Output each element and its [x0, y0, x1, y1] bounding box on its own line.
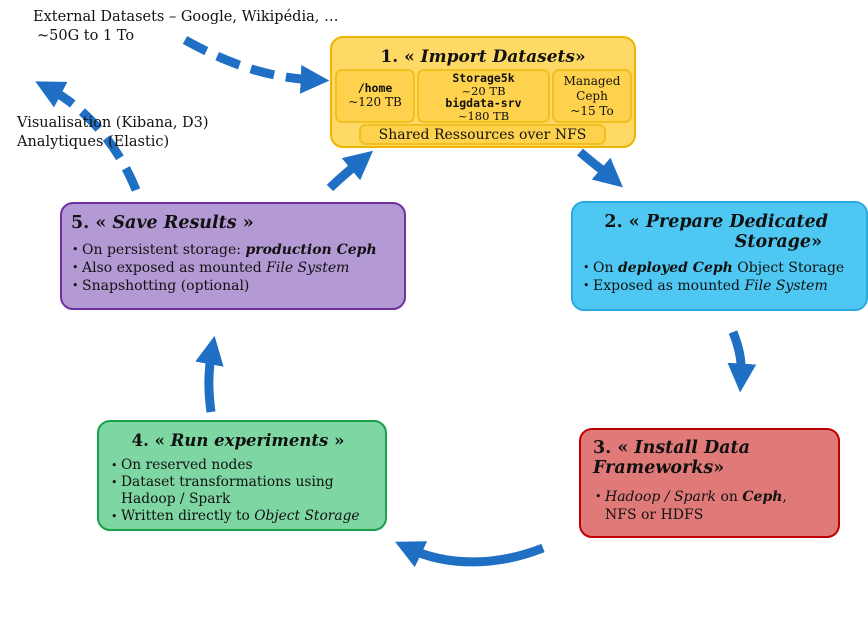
step2-close: » — [811, 232, 822, 252]
shared-nfs-label: Shared Ressources over NFS — [378, 127, 587, 143]
step3-title: 3. « Install Data Frameworks» — [593, 438, 838, 478]
step2-number: 2. « — [604, 212, 640, 232]
bigdata-srv-size: ~180 TB — [457, 108, 510, 123]
step4-title-text: Run experiments — [170, 431, 329, 450]
step2-bullets: On deployed Ceph Object Storage Exposed … — [581, 259, 866, 295]
step4-bullets: On reserved nodes Dataset transformation… — [109, 457, 385, 525]
step2-title: 2. « Prepare Dedicated Storage» — [573, 212, 866, 252]
step1-title-text: Import Datasets — [420, 47, 575, 67]
step5-bullet-2: Also exposed as mounted File System — [70, 259, 404, 277]
visualisation-line1: Visualisation (Kibana, D3) — [17, 115, 209, 131]
step2-bullet-2: Exposed as mounted File System — [581, 277, 866, 295]
step3-install-frameworks-box: 3. « Install Data Frameworks» Hadoop / S… — [579, 428, 840, 538]
step4-bullet-1: On reserved nodes — [109, 457, 385, 474]
step4-close: » — [334, 431, 345, 450]
step3-title-text: Install Data — [634, 438, 750, 458]
step4-run-experiments-box: 4. « Run experiments » On reserved nodes… — [97, 420, 387, 531]
step3-bullets: Hadoop / Spark on Ceph,NFS or HDFS — [593, 488, 838, 524]
step3-number: 3. « — [593, 438, 629, 458]
step4-number: 4. « — [131, 431, 165, 450]
home-size: ~120 TB — [348, 95, 402, 109]
external-datasets-line1: External Datasets – Google, Wikipédia, … — [33, 9, 339, 25]
arrow-save-to-visualisation — [35, 81, 141, 192]
arrow-prepare-to-install — [727, 330, 757, 393]
storage5k-name: Storage5k — [452, 71, 515, 85]
arrow-import-to-prepare — [577, 148, 623, 188]
step3-bullet-1: Hadoop / Spark on Ceph,NFS or HDFS — [593, 488, 838, 524]
shared-nfs-box: Shared Ressources over NFS — [359, 124, 606, 145]
step2-bullet-1: On deployed Ceph Object Storage — [581, 259, 866, 277]
step1-close: » — [574, 47, 586, 67]
step5-close: » — [242, 213, 254, 233]
home-storage-box: /home ~120 TB — [335, 69, 415, 123]
step4-title: 4. « Run experiments » — [99, 431, 385, 451]
external-datasets-line2: ~50G to 1 To — [37, 28, 135, 44]
arrow-run-to-save — [195, 335, 224, 413]
step1-title: 1. « Import Datasets» — [332, 47, 634, 67]
step2-title-text: Prepare Dedicated — [645, 212, 828, 232]
step5-save-results-box: 5. « Save Results » On persistent storag… — [60, 202, 406, 310]
arrow-install-to-run — [394, 541, 545, 568]
arrow-save-to-import — [326, 150, 374, 192]
bigdata-srv-name: bigdata-srv — [445, 96, 522, 110]
step3-title-text2: Frameworks — [593, 458, 714, 478]
managed-ceph-box: Managed Ceph ~15 To — [552, 69, 632, 123]
step3-close: » — [713, 458, 725, 478]
step5-number: 5. « — [71, 213, 107, 233]
step5-bullet-1: On persistent storage: production Ceph — [70, 241, 404, 259]
step2-prepare-storage-box: 2. « Prepare Dedicated Storage» On deplo… — [571, 201, 868, 311]
visualisation-note: Visualisation (Kibana, D3) Analytiques (… — [17, 114, 209, 152]
managed-ceph-size: ~15 To — [570, 104, 614, 118]
step5-title: 5. « Save Results » — [71, 213, 404, 233]
managed-ceph-line1: Managed — [563, 74, 621, 88]
step5-bullets: On persistent storage: production Ceph A… — [70, 241, 404, 295]
arrow-external-to-import — [182, 36, 330, 94]
storage5k-bigdata-box: Storage5k ~20 TB bigdata-srv ~180 TB — [417, 69, 550, 123]
storage5k-size: ~20 TB — [461, 83, 506, 98]
managed-ceph-line2: Ceph — [576, 89, 608, 103]
home-name: /home — [357, 81, 393, 95]
step1-number: 1. « — [380, 47, 415, 67]
step5-title-text: Save Results — [112, 213, 237, 233]
visualisation-line2: Analytiques (Elastic) — [17, 134, 170, 150]
step4-bullet-3: Written directly to Object Storage — [109, 508, 385, 525]
step5-bullet-3: Snapshotting (optional) — [70, 277, 404, 295]
step2-title-text2: Storage — [734, 232, 812, 252]
step1-import-datasets-box: 1. « Import Datasets» /home ~120 TB Stor… — [330, 36, 636, 148]
external-datasets-note: External Datasets – Google, Wikipédia, …… — [33, 8, 338, 46]
